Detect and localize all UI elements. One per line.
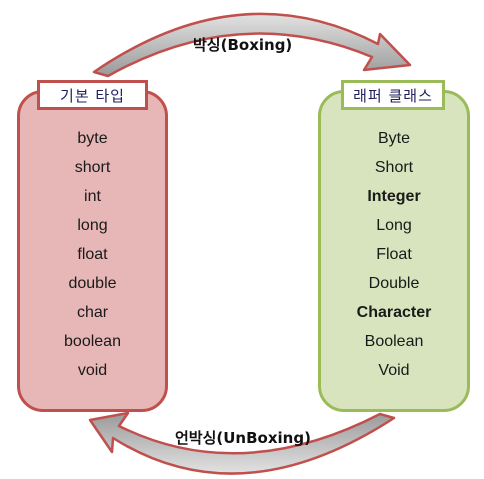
boxing-label: 박싱(Boxing) <box>193 36 293 54</box>
primitive-types-title: 기본 타입 <box>37 80 148 110</box>
list-item: Boolean <box>364 333 424 350</box>
list-item: char <box>76 304 109 321</box>
list-item: Character <box>356 304 432 321</box>
list-item: void <box>77 362 108 379</box>
list-item: Float <box>376 246 412 263</box>
unboxing-label: 언박싱(UnBoxing) <box>175 429 311 447</box>
list-item: short <box>74 159 111 176</box>
primitive-types-panel <box>17 90 168 412</box>
list-item: Byte <box>377 130 410 147</box>
wrapper-classes-list: Byte Short Integer Long Float Double Cha… <box>318 124 470 385</box>
list-item: Void <box>378 362 410 379</box>
unboxing-arrow <box>88 411 396 475</box>
list-item: Short <box>374 159 414 176</box>
list-item: Long <box>376 217 412 234</box>
list-item: float <box>77 246 108 263</box>
list-item: Integer <box>367 188 421 205</box>
boxing-arrow <box>92 12 412 78</box>
list-item: byte <box>77 130 108 147</box>
list-item: int <box>84 188 101 205</box>
list-item: long <box>77 217 108 234</box>
wrapper-classes-title: 래퍼 클래스 <box>341 80 445 110</box>
list-item: double <box>68 275 117 292</box>
primitive-types-list: byte short int long float double char bo… <box>17 124 168 385</box>
list-item: Double <box>368 275 420 292</box>
list-item: boolean <box>64 333 121 350</box>
